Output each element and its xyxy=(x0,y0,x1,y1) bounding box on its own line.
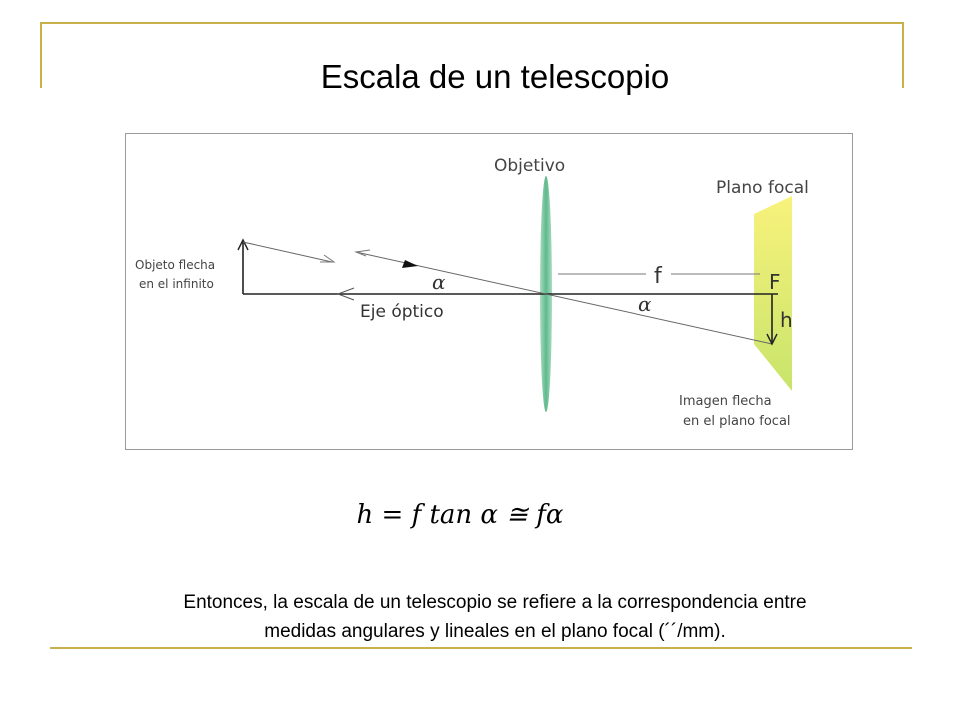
label-h: h xyxy=(780,308,793,332)
label-f: f xyxy=(654,264,663,289)
frame-right-line xyxy=(902,22,904,88)
label-imagen-line1: Imagen flecha xyxy=(679,394,772,409)
ray-upper-tail xyxy=(320,254,336,263)
image-height-arrow-head xyxy=(766,333,778,346)
optics-diagram: Objetivo Plano focal Objeto flecha en el… xyxy=(125,133,853,450)
label-eje-optico: Eje óptico xyxy=(360,302,444,322)
label-imagen-line2: en el plano focal xyxy=(683,414,791,429)
ray-chief-tail xyxy=(354,249,371,257)
label-plano-focal: Plano focal xyxy=(716,178,809,198)
ray-direction-arrow xyxy=(402,260,418,268)
axis-arrow-head xyxy=(336,287,355,301)
label-objeto-line2: en el infinito xyxy=(139,277,214,291)
caption-text: Entonces, la escala de un telescopio se … xyxy=(60,588,930,646)
frame-bottom-line xyxy=(50,647,912,649)
frame-left-line xyxy=(40,22,42,88)
label-alpha-left: α xyxy=(432,270,446,294)
scale-formula: h = f tan α ≅ fα xyxy=(356,500,564,530)
slide-title: Escala de un telescopio xyxy=(320,58,670,95)
label-alpha-right: α xyxy=(638,292,652,316)
label-objeto-line1: Objeto flecha xyxy=(135,258,215,272)
ray-upper xyxy=(242,241,333,263)
frame-top-line xyxy=(40,22,904,24)
object-arrow-head xyxy=(237,238,249,251)
optics-diagram-svg: Objetivo Plano focal Objeto flecha en el… xyxy=(135,156,809,429)
label-objetivo: Objetivo xyxy=(494,156,565,176)
ray-chief xyxy=(355,251,773,345)
label-F: F xyxy=(769,270,781,294)
caption-line-1: Entonces, la escala de un telescopio se … xyxy=(183,592,807,613)
caption-line-2: medidas angulares y lineales en el plano… xyxy=(264,621,726,642)
